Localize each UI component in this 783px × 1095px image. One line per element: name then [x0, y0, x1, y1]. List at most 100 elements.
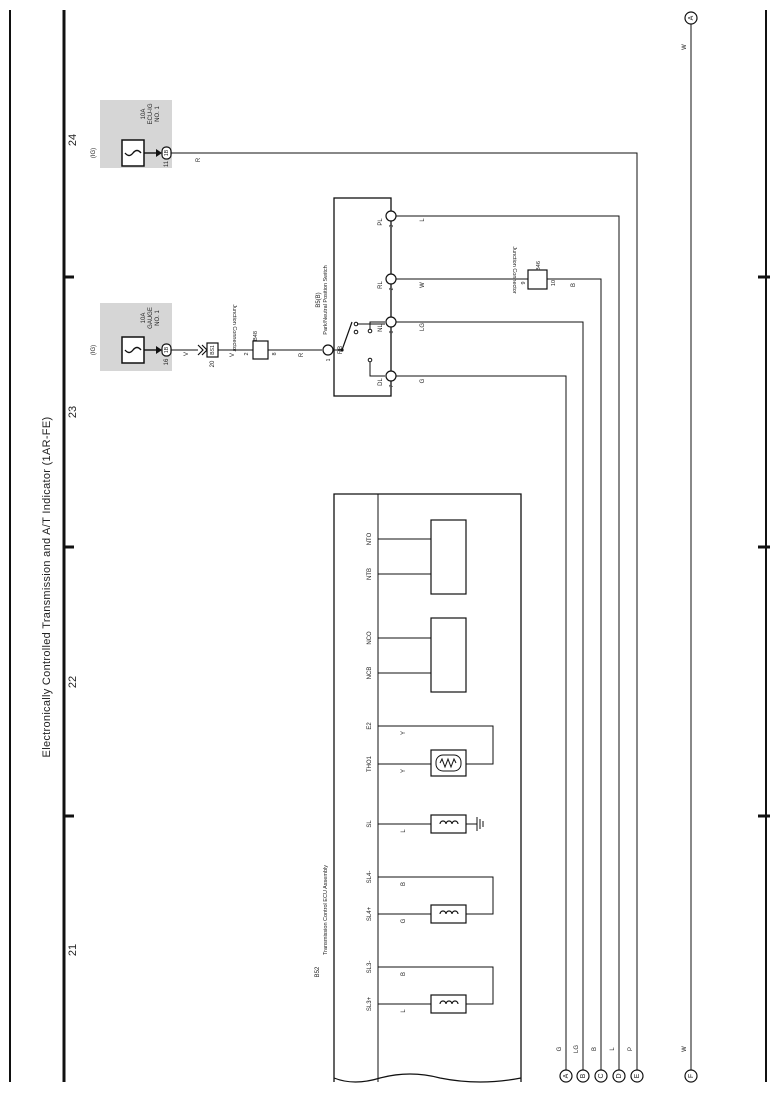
- ecu-pin-label: NTO: [367, 532, 373, 545]
- ecu-pin-label: NCO: [367, 631, 373, 645]
- terminal-pin: 3: [389, 224, 395, 227]
- wire-color: L: [401, 1009, 407, 1013]
- park-neutral-position-switch: B5(B) Park/Neutral Position Switch 1 RB …: [316, 197, 426, 397]
- wire-color: L: [401, 829, 407, 833]
- terminal-letter: F: [688, 1074, 695, 1078]
- page-frame: [9, 10, 770, 1082]
- wire-color: Y: [401, 769, 407, 773]
- wire-color: V: [230, 353, 236, 357]
- ecu-name: Transmission Control ECU Assembly: [323, 865, 329, 955]
- connector-code: 1B: [164, 149, 170, 156]
- ecu-pin-label: SL: [367, 820, 373, 828]
- switch-output-wires: [396, 215, 620, 1076]
- wire-color: W: [420, 282, 426, 288]
- terminal-letter: B: [580, 1073, 587, 1078]
- terminal-pin: 8: [389, 330, 395, 333]
- ecu-pin-label: SL4-: [367, 871, 373, 884]
- fuse-ecu-ig-no1: (IG) 10A ECU-IG NO. 1 1B 11 R: [91, 100, 202, 168]
- junction-pin-in: 2: [244, 352, 250, 355]
- bottom-terminals: A G B LG C B D L E P F W: [557, 1045, 698, 1083]
- terminal-letter: A: [563, 1073, 570, 1078]
- terminal-c: C B: [592, 1047, 608, 1083]
- wire-color: R: [299, 352, 305, 357]
- fuse-name: ECU-IG: [148, 103, 154, 124]
- grid-number: 21: [67, 944, 79, 956]
- junction-code: B48: [253, 331, 259, 341]
- fuse-number: NO. 1: [155, 106, 161, 122]
- ecu-pin-label: NCB: [367, 667, 373, 680]
- ecu-pin-label: E2: [367, 722, 373, 730]
- connector-pin: 11: [164, 160, 170, 167]
- ecu-pin-label: SL4+: [367, 906, 373, 921]
- wire-color: R: [196, 157, 202, 162]
- connector-pin: 20: [210, 360, 216, 367]
- wire-color: V: [184, 352, 190, 356]
- fuse-number: NO. 1: [155, 310, 161, 326]
- fuse-gauge-no1: (IG) 10A GAUGE NO. 1 1B 16 V: [91, 303, 190, 371]
- wire-color: L: [420, 218, 426, 222]
- switch-code: B5(B): [316, 292, 322, 307]
- wire-color: B: [401, 972, 407, 976]
- junction-pin-in: 9: [521, 281, 527, 284]
- junction-connector-b48: Junction Connector B48 2 8 R: [231, 304, 305, 360]
- wire-color: LG: [420, 323, 426, 331]
- terminal-e: E P: [628, 1047, 644, 1083]
- connector-code: BS1: [210, 345, 216, 355]
- wire-color: G: [420, 378, 426, 383]
- fuse-rating: 10A: [141, 109, 147, 120]
- ecu-code: B52: [315, 966, 321, 977]
- wire-color: L: [610, 1047, 616, 1051]
- wire-color: Y: [401, 731, 407, 735]
- wire-color: B: [571, 283, 577, 287]
- connector-code: 1B: [164, 346, 170, 353]
- terminal-a-top: A W: [682, 11, 698, 50]
- terminal-name: PL: [378, 218, 384, 226]
- terminal-name: DL: [378, 378, 384, 386]
- terminal-name: RL: [378, 281, 384, 289]
- terminal-d: D L: [610, 1047, 626, 1083]
- terminal-pin: 1: [326, 358, 332, 361]
- wire-color: G: [557, 1046, 563, 1051]
- wire-color: B: [401, 882, 407, 886]
- fuse-rating: 10A: [141, 313, 147, 324]
- junction-pin-out: 8: [272, 352, 278, 355]
- terminal-letter: D: [616, 1073, 623, 1078]
- junction-label: Junction Connector: [231, 304, 237, 352]
- grid-number: 22: [67, 676, 79, 688]
- junction-code: B46: [536, 261, 542, 271]
- terminal-pin: 7: [389, 384, 395, 387]
- terminal-b: B LG: [574, 1045, 590, 1083]
- fuse-circuit-label: (IG): [91, 148, 97, 158]
- ecu-pin-label: SL3-: [367, 961, 373, 974]
- wire-color: G: [401, 918, 407, 923]
- terminal-pin: 2: [389, 287, 395, 290]
- junction-pin-out: 10: [551, 280, 557, 286]
- switch-name: Park/Neutral Position Switch: [323, 265, 329, 334]
- page-title: Electronically Controlled Transmission a…: [41, 417, 53, 758]
- terminal-letter: A: [688, 15, 695, 20]
- terminal-f: F W: [682, 1046, 698, 1083]
- wire-color: B: [592, 1047, 598, 1051]
- fuse-name: GAUGE: [148, 307, 154, 329]
- terminal-a: A G: [557, 1046, 573, 1083]
- wire-v-r-fuse2: [171, 344, 322, 356]
- junction-label: Junction Connector: [511, 246, 517, 294]
- junction-connector-b46: Junction Connector B46 9 10 B: [511, 246, 577, 294]
- wire-color: P: [628, 1047, 634, 1051]
- connector-bs1: BS1 20 V: [206, 342, 236, 367]
- wire-color: LG: [574, 1045, 580, 1053]
- wire-r-fuse1: [171, 152, 638, 1076]
- terminal-letter: C: [598, 1073, 605, 1078]
- wire-color: W: [682, 1046, 688, 1052]
- terminal-name: NL: [378, 324, 384, 332]
- fuse-circuit-label: (IG): [91, 345, 97, 355]
- terminal-letter: E: [634, 1073, 641, 1078]
- ecu-pin-label: SL3+: [367, 996, 373, 1011]
- grid-number: 24: [67, 134, 79, 146]
- grid-number: 23: [67, 406, 79, 418]
- wire-color: W: [682, 44, 688, 50]
- grid-numbers: 24 23 22 21: [67, 134, 79, 956]
- connector-pin: 16: [164, 358, 170, 365]
- transmission-control-ecu: B52 Transmission Control ECU Assembly NT…: [315, 493, 522, 1083]
